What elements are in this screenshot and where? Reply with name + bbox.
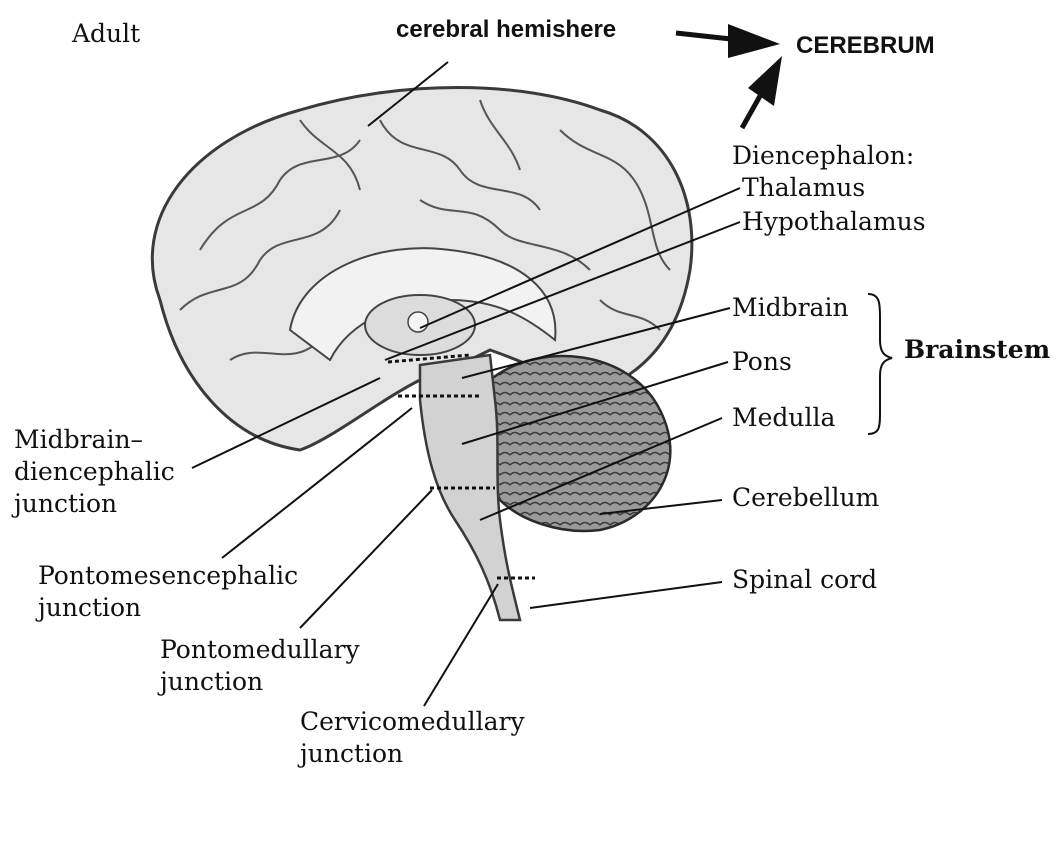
leader-lines	[191, 61, 741, 707]
md-junction-line2: diencephalic	[14, 457, 175, 486]
brainstem-shape	[418, 353, 522, 622]
midbrain-label: Midbrain	[732, 293, 849, 322]
cerebral-hemisphere-label: cerebral hemishere	[396, 16, 617, 43]
gyri-pattern	[179, 99, 671, 361]
adult-label: Adult	[72, 19, 141, 48]
pm-junction-line2: junction	[38, 593, 142, 622]
pmd-junction-line1: Pontomedullary	[160, 635, 360, 664]
cm-junction-line1: Cervicomedullary	[300, 707, 525, 736]
diencephalon-header: Diencephalon:	[732, 141, 915, 170]
cerebellum-shape	[483, 354, 672, 533]
md-junction-line3: junction	[14, 489, 118, 518]
junction-dotted-lines	[387, 353, 535, 580]
brainstem-brace	[867, 293, 893, 435]
thalamus-label: Thalamus	[742, 173, 866, 202]
md-junction-line1: Midbrain–	[14, 425, 144, 454]
cerebellum-label: Cerebellum	[732, 483, 880, 512]
spinal-cord-label: Spinal cord	[732, 565, 878, 594]
brainstem-label: Brainstem	[904, 335, 1051, 364]
cerebrum-label: CEREBRUM	[796, 32, 935, 59]
pm-junction-line1: Pontomesencephalic	[38, 561, 299, 590]
pmd-junction-line2: junction	[160, 667, 264, 696]
cm-junction-line2: junction	[300, 739, 404, 768]
cerebrum-arrows	[675, 24, 782, 130]
medulla-label: Medulla	[732, 403, 836, 432]
pons-label: Pons	[732, 347, 792, 376]
hypothalamus-label: Hypothalamus	[742, 207, 926, 236]
